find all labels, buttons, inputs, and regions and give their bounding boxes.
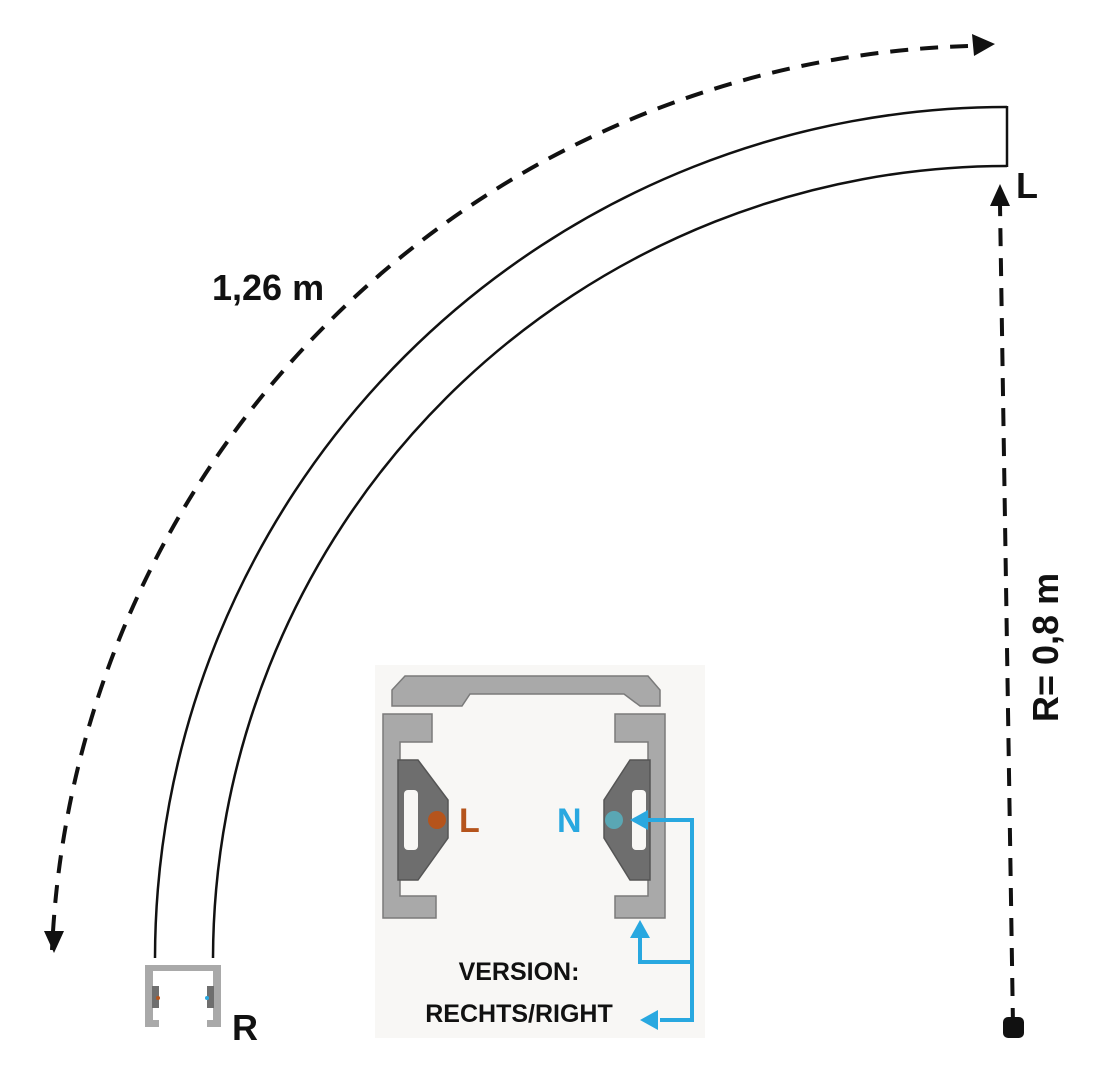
version-bracket-line: [638, 930, 692, 964]
phase-label: L: [459, 802, 480, 840]
phase-contact-dot: [428, 811, 446, 829]
radius-center-point: [1003, 1017, 1024, 1038]
arc-arrowhead-top: [972, 34, 995, 56]
neutral-contact-dot: [605, 811, 623, 829]
radius-label: R= 0,8 m: [1025, 573, 1066, 722]
curved-track-outer-edge: [153, 105, 1008, 959]
radius-arrowhead: [990, 184, 1010, 206]
version-label-line2: RECHTS/RIGHT: [425, 1000, 613, 1028]
version-label-line1: VERSION:: [459, 958, 580, 986]
neutral-bracket-line: [640, 818, 694, 1022]
version-arrowhead-up: [630, 920, 650, 938]
neutral-arrowhead-left: [630, 810, 648, 830]
neutral-arrowhead-bottom: [640, 1010, 658, 1030]
curved-track-inner-edge: [211, 164, 1008, 959]
arc-length-label: 1,26 m: [212, 267, 324, 308]
radius-dimension-line: [998, 204, 1015, 1027]
arc-arrowhead-bottom: [44, 931, 64, 953]
neutral-label: N: [557, 802, 582, 840]
track-profile-cross-section: [375, 665, 705, 1038]
end-label-bottom: R: [232, 1007, 258, 1048]
arc-length-dimension-arrow: [50, 44, 969, 951]
end-profile-small: [145, 965, 221, 1027]
end-label-top: L: [1016, 165, 1038, 206]
